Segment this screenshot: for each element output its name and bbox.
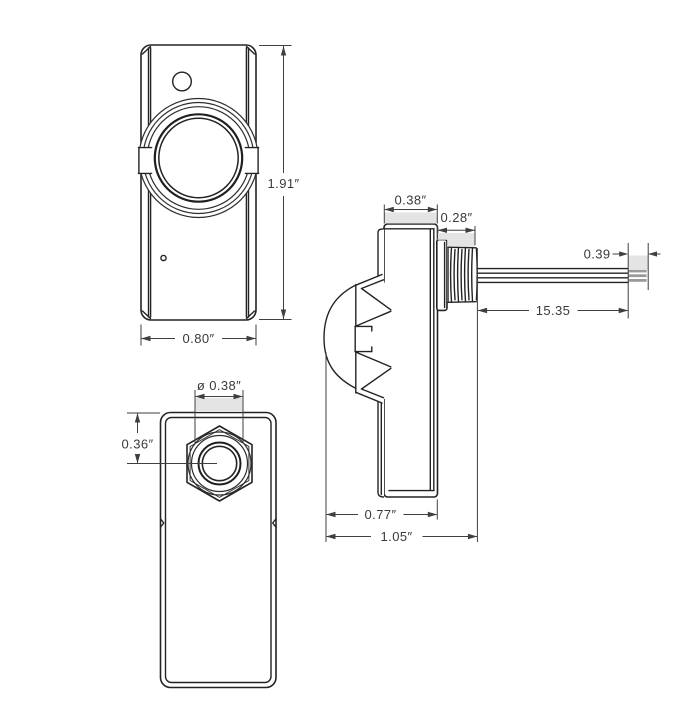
dim-overall-depth-label: 1.05″ xyxy=(381,529,413,544)
back-view xyxy=(159,411,277,689)
dim-body-depth-label: 0.38″ xyxy=(395,193,427,208)
dim-wire-length: 15.35 xyxy=(476,248,629,542)
front-corner-ticks xyxy=(141,45,256,320)
dim-front-width-label: 0.80″ xyxy=(183,331,215,346)
dim-front-width: 0.80″ xyxy=(140,324,257,346)
front-lens-rings xyxy=(137,97,260,219)
side-dome-lens xyxy=(323,282,360,390)
lens-notch-left xyxy=(137,146,153,175)
dim-thread-length-shade2 xyxy=(447,239,475,247)
dim-front-height: 1.91″ xyxy=(259,45,300,320)
side-middle-notch xyxy=(354,325,373,353)
side-back-plate xyxy=(383,223,439,498)
front-lens-bezel xyxy=(153,113,244,203)
side-view xyxy=(323,223,647,498)
dim-housing-depth: 0.77″ xyxy=(325,352,438,542)
dim-wire-length-label: 15.35 xyxy=(536,303,571,318)
dim-stud-diameter-shade xyxy=(195,398,243,412)
back-seam-notch-right xyxy=(272,518,277,528)
dim-body-depth-shade xyxy=(384,212,438,224)
front-led-window xyxy=(171,71,192,92)
side-lower-visor xyxy=(355,350,392,404)
dim-front-height-label: 1.91″ xyxy=(268,176,300,191)
dim-stud-diameter-label: ø 0.38″ xyxy=(197,378,241,393)
dim-thread-length-shade xyxy=(437,233,475,240)
front-lens xyxy=(158,117,239,199)
dim-thread-length-label: 0.28″ xyxy=(441,210,473,225)
side-upper-visor xyxy=(355,273,392,327)
dim-wire-strip-label: 0.39 xyxy=(584,247,611,262)
dim-thread-length: 0.28″ xyxy=(437,210,476,247)
back-seam-notch-left xyxy=(159,518,165,528)
wire-strip-tip xyxy=(628,274,647,278)
wire-strip-tip xyxy=(628,269,647,273)
dim-stud-offset-label: 0.36″ xyxy=(122,437,154,452)
front-view xyxy=(137,44,260,321)
dim-overall-depth: 1.05″ xyxy=(326,529,478,544)
dim-stud-offset: 0.36″ xyxy=(122,412,217,464)
side-lead-wires xyxy=(476,267,647,284)
dim-stud-diameter: ø 0.38″ xyxy=(194,378,244,443)
front-pinhole xyxy=(160,254,167,262)
side-collar xyxy=(435,238,448,312)
back-body-inner-line xyxy=(164,416,272,684)
lens-notch-right xyxy=(244,146,260,175)
dim-wire-strip-shade xyxy=(628,255,649,270)
dim-body-depth: 0.38″ xyxy=(383,193,438,224)
dim-housing-depth-label: 0.77″ xyxy=(365,507,397,522)
side-back-plate-inner-lines xyxy=(383,228,435,492)
wire-strip-tip xyxy=(628,279,647,282)
dim-wire-strip: 0.39 xyxy=(584,243,661,319)
side-threaded-stud xyxy=(447,245,478,303)
